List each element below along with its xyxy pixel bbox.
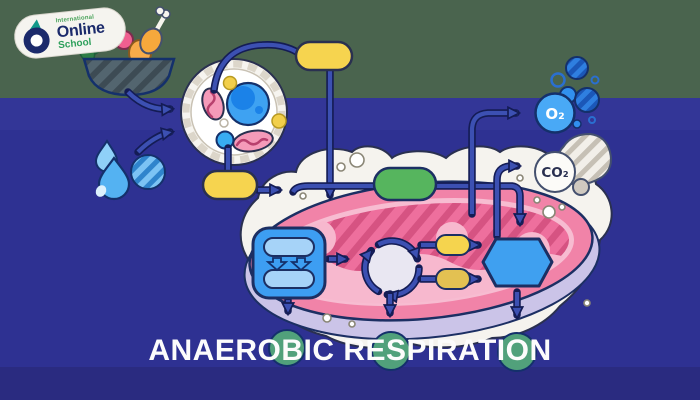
bubble-icon <box>565 56 589 80</box>
nucleolus <box>231 86 255 110</box>
substrate-pill-1 <box>435 234 471 256</box>
bubble-icon <box>574 87 600 113</box>
arrow-to-co2 <box>493 166 519 240</box>
droplet-icon <box>130 154 166 190</box>
bubble-icon <box>572 119 582 129</box>
vesicle-white <box>219 118 229 128</box>
droplet-icon <box>97 156 131 201</box>
product-circles <box>268 329 537 372</box>
mini-down-arrow-icon <box>289 257 313 272</box>
endoplasmic-reticulum <box>201 87 274 153</box>
krebs-cycle-disc <box>367 243 417 293</box>
page-title: ANAEROBIC RESPIRATION <box>148 334 552 367</box>
bubble-icon <box>590 75 600 85</box>
vesicle-yellow <box>222 75 238 91</box>
mini-down-arrow-icon <box>265 257 289 272</box>
line-cell-to-top-pill <box>210 41 301 94</box>
arrow-drops-to-cell <box>134 132 172 156</box>
energy-hexagon <box>481 237 554 288</box>
o2-label: O₂ <box>545 105 564 123</box>
glycolysis-box <box>251 226 327 300</box>
o2-molecule: O₂ <box>534 56 600 134</box>
co2-circle <box>534 151 576 193</box>
co2-label: CO₂ <box>541 165 568 181</box>
bubble-icon <box>550 72 566 88</box>
animal-cell <box>180 58 288 166</box>
droplet-glint <box>95 185 107 197</box>
substrate-pill-arrows <box>417 245 479 279</box>
cell-output-pill <box>201 169 259 201</box>
substrate-pill-2 <box>435 268 471 290</box>
green-pill-label <box>372 166 438 202</box>
top-pill-label <box>294 40 354 72</box>
blob-dots <box>299 152 591 328</box>
co2-molecule: CO₂ <box>534 151 576 193</box>
logo-mark-icon <box>21 18 52 55</box>
bubble-icon <box>588 116 596 124</box>
nucleus-dot <box>255 106 263 114</box>
drumstick-icon <box>139 6 171 55</box>
vesicle-yellow <box>271 113 287 129</box>
cell-membrane <box>182 60 286 164</box>
water-droplets <box>94 139 166 201</box>
o2-circle <box>534 92 576 134</box>
line-horizontal-to-hexagon <box>289 182 520 224</box>
arrow-to-o2 <box>468 113 518 218</box>
arrow-bowl-to-cell <box>124 88 172 109</box>
bottom-output-arrows <box>288 288 517 317</box>
